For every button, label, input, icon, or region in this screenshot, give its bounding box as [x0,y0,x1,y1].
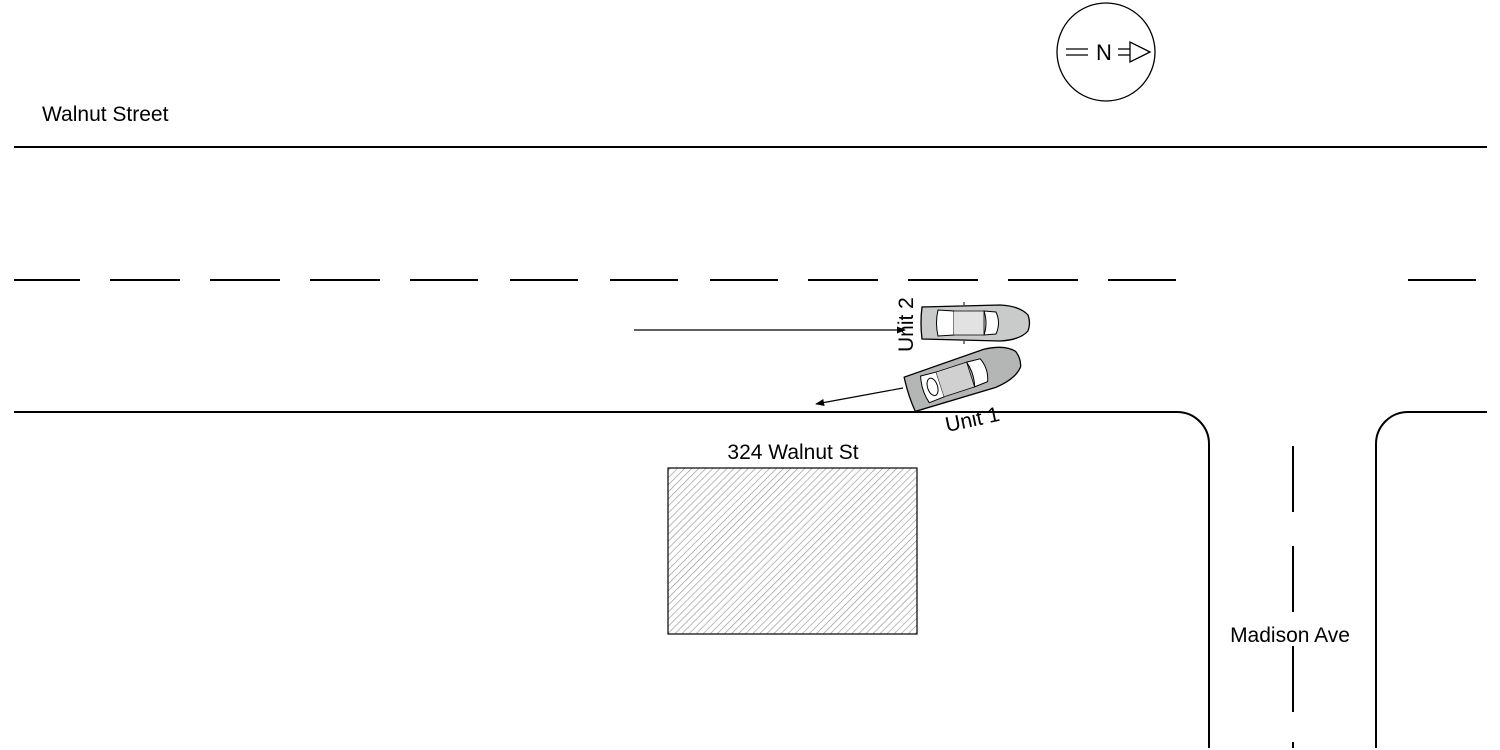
unit-2-car-icon [920,302,1031,344]
unit-2-label: Unit 2 [895,297,918,352]
walnut-south-curb-west [14,411,1210,748]
unit-1-path-arrow [815,387,904,407]
walnut-street-label: Walnut Street [42,103,169,126]
building-footprint [667,467,918,635]
north-arrow-icon: N [1056,2,1156,102]
walnut-south-curb-east [1375,411,1487,748]
madison-ave-label: Madison Ave [1230,624,1350,647]
unit-1-label: Unit 1 [943,403,1001,437]
compass-north-label: N [1096,40,1112,65]
unit-1-car-icon [903,346,1022,413]
building-address-label: 324 Walnut St [727,441,858,464]
